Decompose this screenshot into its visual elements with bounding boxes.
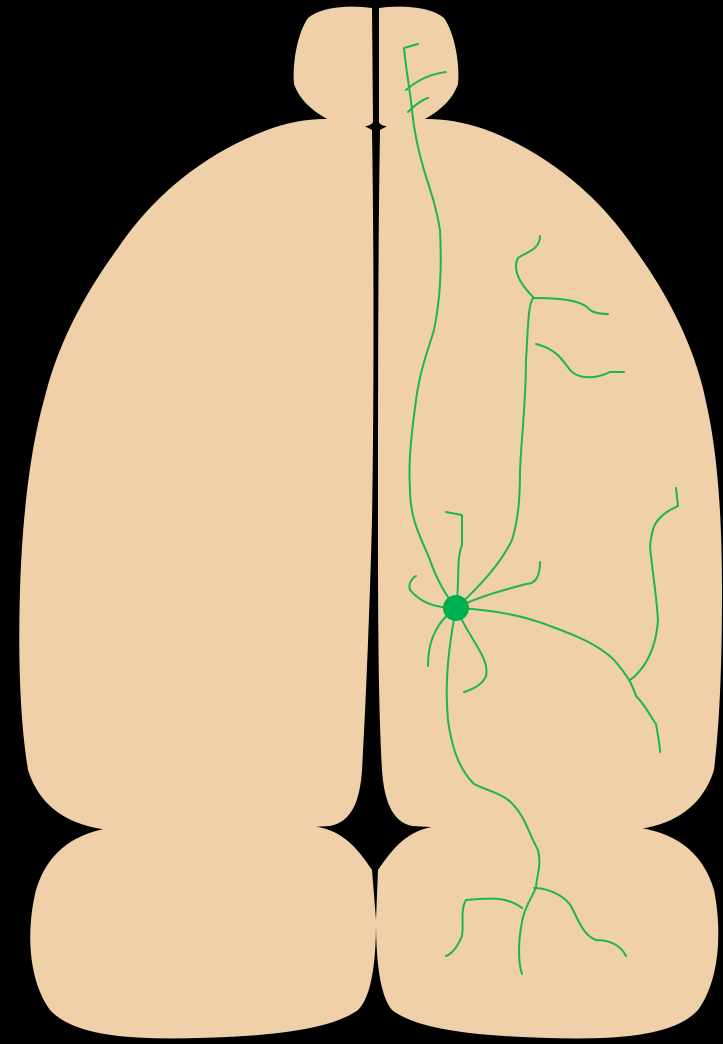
neuron-soma xyxy=(443,595,469,621)
midline-fissure xyxy=(375,10,376,240)
right-cerebellum xyxy=(376,823,718,1038)
left-cerebellum xyxy=(30,823,376,1038)
